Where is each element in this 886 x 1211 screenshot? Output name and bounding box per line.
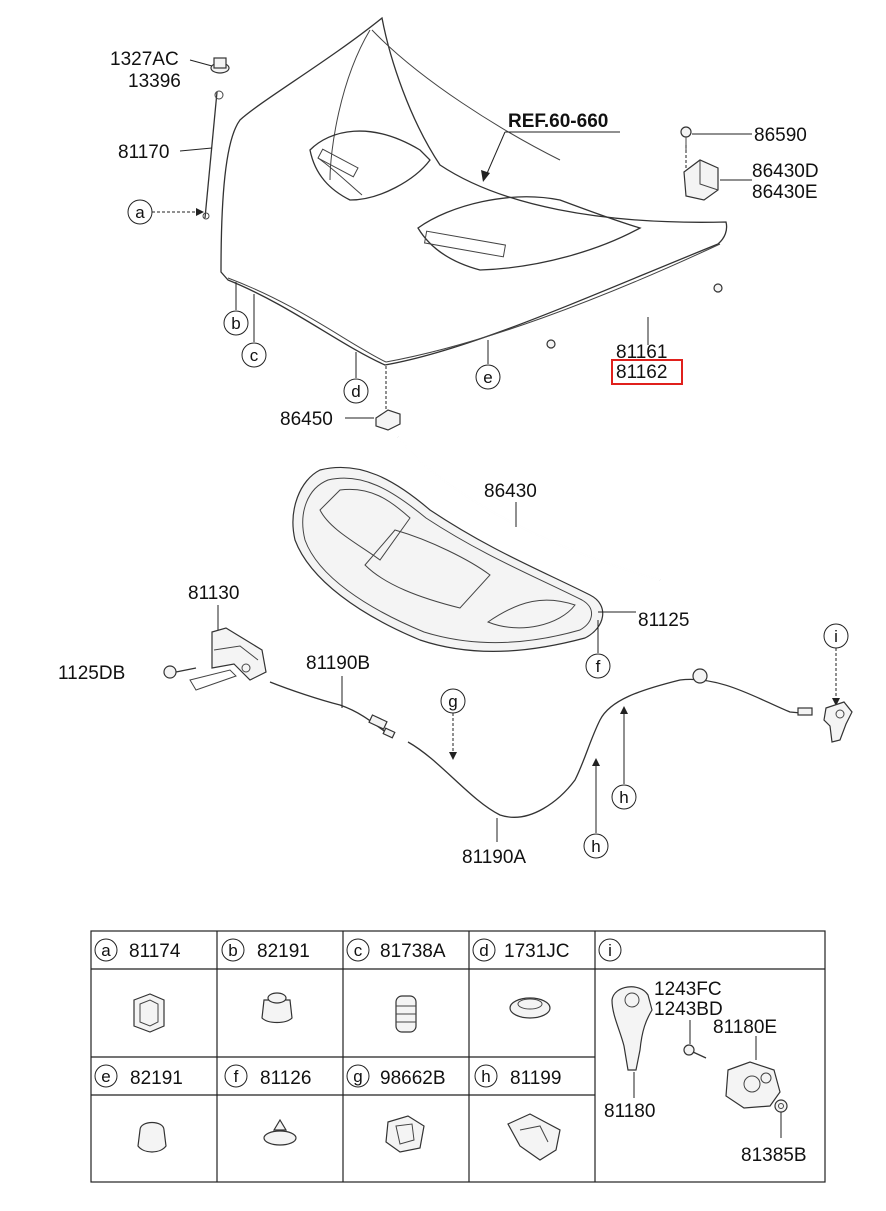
parts-legend-table (90, 930, 826, 1183)
label-81162[interactable]: 81162 (616, 362, 667, 383)
legend-part-81174 (133, 993, 165, 1033)
bracket-86430d[interactable] (683, 159, 719, 201)
label-86430: 86430 (484, 481, 537, 502)
label-81190a: 81190A (462, 847, 526, 868)
grommet-1327ac[interactable] (210, 57, 230, 74)
svg-text:81738A: 81738A (380, 941, 446, 962)
callout-a[interactable]: a (127, 199, 153, 225)
callout-h-upper[interactable]: h (611, 784, 637, 810)
svg-text:a: a (135, 203, 145, 222)
callout-b[interactable]: b (223, 310, 249, 336)
legend-cell-a[interactable]: a 81174 (94, 938, 181, 962)
legend-part-98662b (385, 1115, 425, 1153)
insulator-pad-81125[interactable] (292, 466, 604, 652)
svg-text:b: b (228, 941, 237, 960)
release-cable-81190b[interactable] (269, 681, 396, 739)
legend-cell-b[interactable]: b 82191 (221, 938, 310, 962)
legend-cell-g[interactable]: g 98662B (346, 1064, 446, 1089)
callout-d[interactable]: d (343, 378, 369, 404)
label-1125db: 1125DB (58, 663, 125, 684)
callout-c[interactable]: c (241, 342, 267, 368)
label-86430e: 86430E (752, 182, 818, 203)
svg-text:82191: 82191 (130, 1068, 183, 1089)
legend-cell-h[interactable]: h 81199 (474, 1064, 561, 1089)
legend-cell-f[interactable]: f 81126 (224, 1064, 311, 1089)
svg-text:g: g (448, 692, 457, 711)
callout-e[interactable]: e (475, 364, 501, 390)
label-86450: 86450 (280, 409, 333, 430)
legend-part-81126 (263, 1118, 297, 1146)
label-86590: 86590 (754, 125, 807, 146)
label-1243bd: 1243BD (654, 999, 723, 1020)
svg-text:f: f (596, 657, 601, 676)
legend-part-81385b (774, 1099, 788, 1113)
svg-text:b: b (231, 314, 240, 333)
legend-part-82191-b (261, 992, 293, 1024)
svg-text:f: f (234, 1067, 239, 1086)
label-86430d: 86430D (752, 161, 819, 182)
svg-text:h: h (619, 788, 628, 807)
svg-text:81199: 81199 (510, 1068, 561, 1089)
svg-text:98662B: 98662B (380, 1068, 446, 1089)
weatherstrip-86430[interactable] (397, 436, 661, 581)
legend-part-81199 (507, 1113, 561, 1161)
latch-81130[interactable] (189, 627, 267, 691)
prop-rod-81170[interactable] (202, 90, 224, 220)
svg-text:e: e (101, 1067, 110, 1086)
legend-part-81180e (725, 1061, 781, 1109)
legend-cell-i[interactable]: i (598, 938, 622, 962)
svg-text:i: i (608, 941, 612, 960)
svg-text:h: h (591, 837, 600, 856)
label-81180e: 81180E (713, 1017, 777, 1038)
label-1243fc: 1243FC (654, 979, 722, 1000)
bolt-1125db[interactable] (163, 665, 197, 679)
hood-panel[interactable] (220, 16, 728, 366)
legend-part-bolt (683, 1044, 707, 1059)
svg-text:81174: 81174 (129, 941, 181, 962)
svg-text:d: d (479, 941, 488, 960)
legend-part-81180 (611, 986, 653, 1071)
svg-text:c: c (354, 941, 363, 960)
callout-i[interactable]: i (823, 623, 849, 649)
label-81170: 81170 (118, 142, 169, 163)
svg-text:g: g (353, 1067, 362, 1086)
svg-text:i: i (834, 627, 838, 646)
svg-text:e: e (483, 368, 492, 387)
legend-cell-e[interactable]: e 82191 (94, 1064, 183, 1089)
legend-cell-d[interactable]: d 1731JC (472, 938, 570, 962)
legend-cell-c[interactable]: c 81738A (346, 938, 446, 962)
callout-g[interactable]: g (440, 688, 466, 714)
svg-text:d: d (351, 382, 360, 401)
bumper-86450[interactable] (375, 409, 401, 431)
label-81161: 81161 (616, 342, 667, 363)
label-81125: 81125 (638, 610, 689, 631)
callout-h-lower[interactable]: h (583, 833, 609, 859)
label-81385b: 81385B (741, 1145, 807, 1166)
label-81130: 81130 (188, 583, 239, 604)
highlight-box-81162 (611, 359, 683, 385)
label-81190b: 81190B (306, 653, 370, 674)
release-handle-assembly[interactable] (823, 701, 853, 743)
svg-text:h: h (481, 1067, 490, 1086)
gas-strut-81162[interactable] (546, 283, 723, 349)
label-81180: 81180 (604, 1101, 655, 1122)
legend-part-82191-e (137, 1121, 167, 1153)
label-13396: 13396 (128, 71, 181, 92)
legend-part-1731jc (509, 997, 551, 1019)
clip-86590[interactable] (680, 126, 692, 150)
release-cable-81190a[interactable] (407, 668, 813, 818)
legend-part-81738a (395, 995, 417, 1033)
label-1327ac: 1327AC (110, 49, 179, 70)
svg-text:81126: 81126 (260, 1068, 311, 1089)
ref-label: REF.60-660 (508, 111, 608, 132)
svg-text:82191: 82191 (257, 941, 310, 962)
callout-f[interactable]: f (585, 653, 611, 679)
svg-text:a: a (101, 941, 111, 960)
svg-text:1731JC: 1731JC (504, 941, 570, 962)
svg-text:c: c (250, 346, 259, 365)
